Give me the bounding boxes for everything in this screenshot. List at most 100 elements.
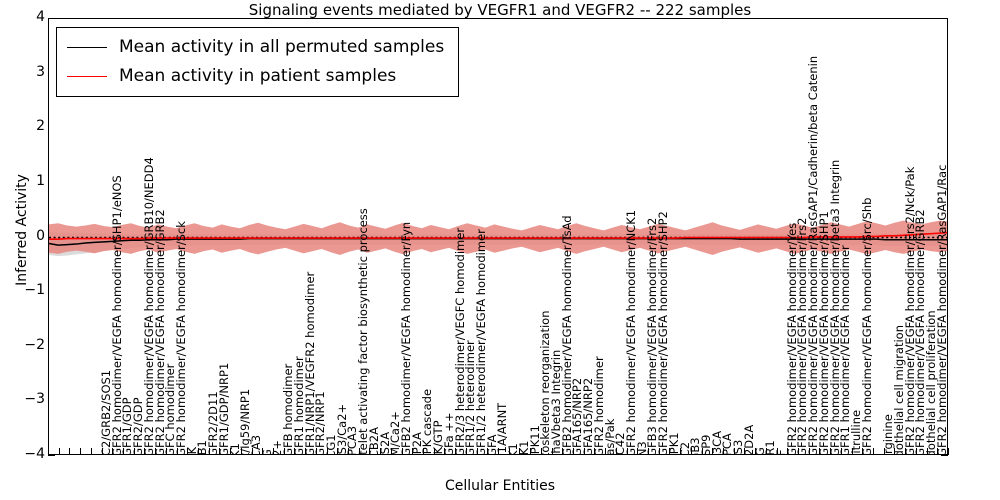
x-tick-mark: [862, 448, 864, 455]
x-tick-mark: [390, 448, 392, 455]
x-tick-mark: [348, 448, 349, 455]
x-tick-mark: [433, 448, 435, 455]
x-tick-mark: [326, 448, 328, 455]
y-tick-label: 0: [36, 227, 45, 244]
x-tick-mark: [315, 448, 317, 455]
x-tick-mark: [648, 448, 649, 455]
patient-mean-line: [49, 231, 947, 240]
x-tick-mark: [401, 448, 403, 455]
legend-entry-patient: Mean activity in patient samples: [67, 63, 444, 89]
x-tick-mark: [894, 448, 896, 455]
x-tick-mark: [712, 448, 714, 455]
x-tick-mark: [765, 448, 767, 455]
x-tick-mark: [744, 448, 746, 455]
y-tick-label: 3: [36, 63, 45, 80]
x-tick-mark: [551, 448, 553, 455]
x-tick-mark: [273, 448, 274, 455]
x-tick-mark: [487, 448, 489, 455]
legend-entry-permuted: Mean activity in all permuted samples: [67, 34, 444, 60]
x-tick-mark: [283, 448, 285, 455]
x-tick-mark: [101, 448, 103, 455]
x-tick-mark: [615, 448, 617, 455]
x-tick-mark: [508, 448, 510, 455]
x-tick-mark: [187, 448, 189, 455]
y-tick-label: −1: [24, 282, 45, 299]
x-tick-mark: [701, 448, 703, 455]
x-tick-mark: [112, 448, 114, 455]
x-tick-mark: [637, 448, 639, 455]
x-tick-mark: [230, 448, 232, 455]
x-tick-mark: [455, 448, 457, 455]
x-tick-mark: [798, 448, 799, 455]
legend: Mean activity in all permuted samples Me…: [56, 27, 460, 97]
x-tick-mark: [562, 448, 564, 455]
x-tick-mark: [573, 448, 574, 455]
x-tick-mark: [583, 448, 585, 455]
x-tick-mark: [830, 448, 832, 455]
x-tick-mark: [133, 448, 135, 455]
x-tick-mark: [530, 448, 532, 455]
x-tick-mark: [519, 448, 521, 455]
x-category-label: NO: [872, 454, 884, 455]
x-axis-label: Cellular Entities: [444, 478, 556, 494]
x-tick-mark: [294, 448, 296, 455]
x-tick-mark: [690, 448, 692, 455]
x-tick-mark: [926, 448, 928, 455]
x-tick-mark: [658, 448, 660, 455]
x-tick-mark: [58, 448, 60, 455]
x-tick-mark: [594, 448, 596, 455]
data-layers: [49, 19, 947, 454]
legend-swatch-patient: [67, 75, 107, 77]
x-tick-mark: [819, 448, 821, 455]
x-tick-mark: [198, 448, 199, 455]
chart-title: Signaling events mediated by VEGFR1 and …: [248, 1, 752, 19]
x-tick-mark: [776, 448, 778, 455]
x-tick-mark: [240, 448, 242, 455]
x-tick-mark: [369, 448, 371, 455]
x-tick-mark: [851, 448, 853, 455]
x-tick-mark: [755, 448, 757, 455]
y-tick-label: −3: [24, 391, 45, 408]
x-tick-mark: [905, 448, 907, 455]
x-tick-mark: [808, 448, 810, 455]
x-tick-mark: [412, 448, 414, 455]
x-tick-mark: [165, 448, 167, 455]
x-tick-mark: [626, 448, 628, 455]
x-tick-mark: [80, 448, 82, 455]
x-tick-mark: [498, 448, 499, 455]
x-tick-mark: [219, 448, 221, 455]
y-tick-mark: [48, 455, 55, 456]
x-tick-mark: [605, 448, 607, 455]
x-tick-mark: [840, 448, 842, 455]
x-tick-mark: [155, 448, 157, 455]
x-tick-mark: [883, 448, 885, 455]
x-tick-mark: [262, 448, 264, 455]
x-tick-mark: [873, 448, 874, 455]
x-tick-mark: [680, 448, 682, 455]
x-tick-mark: [423, 448, 424, 455]
x-tick-mark: [465, 448, 467, 455]
x-tick-mark: [90, 448, 92, 455]
x-tick-mark: [915, 448, 917, 455]
x-tick-mark: [937, 448, 939, 455]
x-tick-mark: [733, 448, 735, 455]
x-tick-mark: [358, 448, 360, 455]
y-tick-label: 2: [36, 118, 45, 135]
y-tick-label: −2: [24, 336, 45, 353]
legend-label-patient: Mean activity in patient samples: [119, 66, 397, 86]
x-tick-mark: [723, 448, 724, 455]
x-tick-mark: [444, 448, 446, 455]
y-tick-mark: [941, 455, 948, 456]
x-tick-mark: [176, 448, 178, 455]
x-tick-mark: [948, 448, 949, 455]
x-tick-mark: [69, 448, 71, 455]
legend-swatch-permuted: [67, 46, 107, 48]
x-tick-mark: [48, 448, 49, 455]
y-tick-label: 4: [36, 9, 45, 25]
x-tick-mark: [540, 448, 542, 455]
x-tick-mark: [380, 448, 382, 455]
x-tick-mark: [476, 448, 478, 455]
x-tick-mark: [144, 448, 146, 455]
x-tick-mark: [787, 448, 789, 455]
